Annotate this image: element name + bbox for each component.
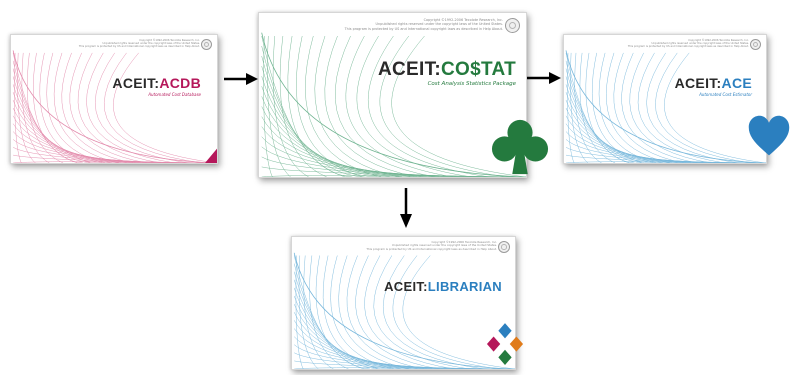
tecolote-seal-icon — [498, 241, 510, 253]
acdb-card: Copyright ©1992-2006 Tecolote Research, … — [10, 34, 218, 164]
ace-mesh-graphic — [565, 50, 766, 163]
costat-subtitle: Cost Analysis Statistics Package — [427, 81, 516, 87]
arrow-acdb-to-costat — [224, 73, 258, 85]
costat-title: ACEIT:CO$TAT — [377, 59, 516, 80]
ace-subtitle: Automated Cost Estimator — [699, 92, 752, 97]
four-diamonds-icon — [486, 323, 524, 365]
club-icon — [491, 119, 549, 175]
arrow-costat-to-librarian — [400, 188, 412, 228]
librarian-mesh-graphic — [293, 252, 515, 369]
librarian-title: ACEIT:LIBRARIAN — [384, 279, 502, 294]
ace-copyright: Copyright ©1992-2006 Tecolote Research, … — [627, 39, 749, 49]
costat-mesh-graphic — [261, 32, 526, 177]
acdb-subtitle: Automated Cost Database — [148, 92, 201, 97]
heart-icon — [748, 115, 790, 156]
arrow-costat-to-ace — [527, 72, 561, 84]
costat-card: Copyright ©1992-2006 Tecolote Research, … — [258, 12, 527, 178]
ace-card: Copyright ©1992-2006 Tecolote Research, … — [563, 34, 767, 164]
tecolote-seal-icon — [750, 39, 761, 50]
librarian-card: Copyright ©1992-2006 Tecolote Research, … — [291, 236, 516, 370]
acdb-title: ACEIT:ACDB — [112, 75, 201, 91]
tecolote-seal-icon — [201, 39, 212, 50]
acdb-mesh-graphic — [12, 50, 217, 163]
librarian-copyright: Copyright ©1992-2006 Tecolote Research, … — [366, 240, 497, 251]
tecolote-seal-icon — [505, 18, 520, 33]
acdb-copyright: Copyright ©1992-2006 Tecolote Research, … — [78, 39, 200, 49]
costat-copyright: Copyright ©1992-2006 Tecolote Research, … — [344, 18, 503, 31]
diamond-icon — [205, 148, 217, 163]
ace-title: ACEIT:ACE — [674, 75, 752, 91]
